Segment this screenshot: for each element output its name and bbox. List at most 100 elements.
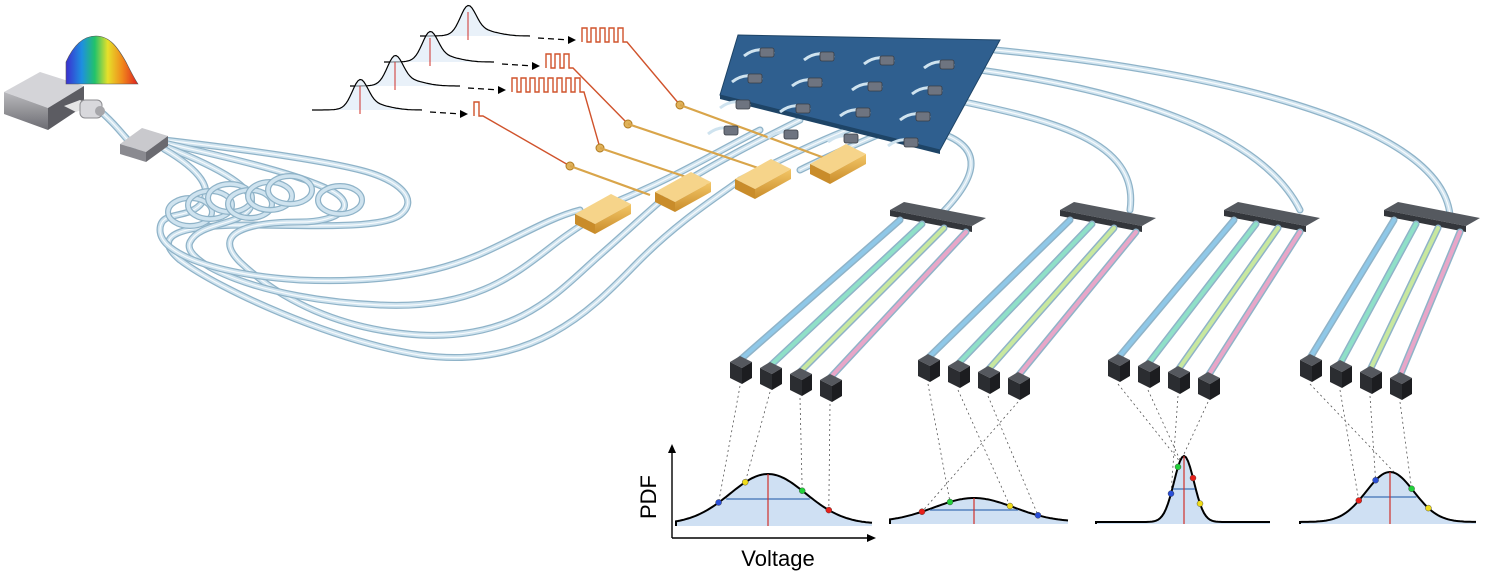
pdf-curve [1299, 470, 1476, 524]
photodetector-icon [790, 368, 812, 396]
pdf-sample-dot [1167, 490, 1175, 497]
detector-front [1150, 366, 1160, 388]
detector-side [790, 374, 802, 396]
photodetector-icon [1300, 354, 1322, 382]
y-axis-arrow [668, 444, 676, 453]
mapping-line [1339, 389, 1360, 501]
mapping-line [1147, 389, 1201, 504]
photodetector-icon [978, 366, 1000, 394]
fiber-channel-core [1116, 218, 1236, 360]
fiber-to-detector-2 [951, 96, 1135, 214]
switch-element [807, 77, 823, 88]
detector-top [1330, 360, 1352, 372]
mapping-line [987, 395, 1039, 516]
photodetector-icon [1138, 360, 1160, 388]
modulator-4 [810, 144, 866, 184]
electrical-pulse-train [545, 53, 629, 125]
fan-out-block [1384, 202, 1480, 226]
fiber-to-detector-4 [991, 46, 1454, 219]
switch-element [939, 59, 955, 70]
modulator-front [830, 154, 866, 184]
detector-front [1120, 360, 1130, 382]
detector-front [832, 380, 842, 402]
mapping-line [1309, 383, 1429, 509]
switch-element [759, 47, 775, 58]
pdf-sample-dot [1006, 502, 1014, 510]
photodetector-icon [820, 374, 842, 402]
optical-pulse [384, 30, 494, 63]
detector-array-4 [1300, 202, 1480, 400]
detector-side [1198, 378, 1210, 400]
mapping-line [1177, 401, 1209, 468]
mapping-lines [718, 383, 1429, 516]
fiber-coil-core-6 [266, 174, 314, 206]
modulator-top [575, 194, 631, 224]
electrical-pulse-train [581, 27, 681, 106]
electrode-trace-4 [569, 164, 651, 197]
switch-element [783, 129, 799, 140]
switch-cell [731, 73, 763, 84]
modulator-side [655, 192, 675, 212]
fiber-channel-core [956, 222, 1094, 366]
pdf-sample-dot [1189, 474, 1197, 482]
pdf-sample-dot [1034, 512, 1042, 519]
detector-front [990, 372, 1000, 394]
fiber-loop-1-core [161, 137, 743, 360]
electrode-trace-1 [679, 103, 831, 162]
photodetector-icon [1008, 372, 1030, 400]
signal-row-3 [350, 54, 605, 153]
detector-side [760, 368, 772, 390]
arrow-head [532, 62, 540, 70]
light-source [4, 35, 139, 130]
fiber-to-detector-4-core [992, 47, 1453, 218]
pdf-sample-dot [1355, 497, 1363, 504]
pdf-sample-dot [1372, 477, 1379, 484]
detector-side [1390, 378, 1402, 400]
arrow-head [568, 36, 576, 44]
fiber-channel-core [1176, 226, 1280, 372]
arrow-head [460, 110, 468, 118]
fiber-channel-core [986, 226, 1116, 372]
modulator-top [735, 159, 791, 189]
pdf-plot-4 [1299, 470, 1476, 524]
modulator-front [755, 169, 791, 199]
x-axis-label: Voltage [741, 546, 814, 571]
pdf-sample-dot [1196, 500, 1204, 507]
fiber-to-detector-2-highlight [954, 99, 1132, 211]
fan-out-block [890, 202, 986, 226]
modulators [575, 144, 866, 234]
pdf-plot-3 [1095, 454, 1270, 524]
switch-element [879, 55, 895, 66]
photodetector-icon [730, 356, 752, 384]
pdf-sample-dot [715, 499, 722, 506]
y-axis-label: PDF [636, 475, 661, 519]
optical-pulse [420, 4, 531, 37]
fan-out-block [1060, 202, 1156, 226]
mapping-line [1170, 395, 1179, 494]
pdf-sample-dot [799, 487, 806, 494]
fiber-channel-core [1146, 222, 1258, 366]
fiber-to-detector-3-highlight [979, 69, 1301, 211]
fiber-to-detector-4-highlight [994, 49, 1451, 216]
fiber-connector-icon [64, 99, 105, 119]
arrow-shaft [467, 87, 501, 91]
detector-side [730, 362, 742, 384]
photodetector-icon [1168, 366, 1190, 394]
detector-front [802, 374, 812, 396]
pdf-plot-1 [675, 472, 873, 526]
fiber-channel-core [1398, 230, 1462, 378]
optical-pulse [312, 78, 423, 111]
switch-cell [743, 47, 775, 58]
detector-front [930, 360, 940, 382]
detector-top [1008, 372, 1030, 384]
fiber-channel-core [768, 222, 924, 368]
mapping-line [744, 391, 771, 483]
switch-element [843, 133, 859, 144]
switch-element [867, 81, 883, 92]
detector-top [978, 366, 1000, 378]
photodetector-icon [1198, 372, 1220, 400]
electrical-pulse-train [511, 77, 601, 149]
photodetector-icon [918, 354, 940, 382]
detector-front [1342, 366, 1352, 388]
modulator-3 [735, 159, 791, 199]
